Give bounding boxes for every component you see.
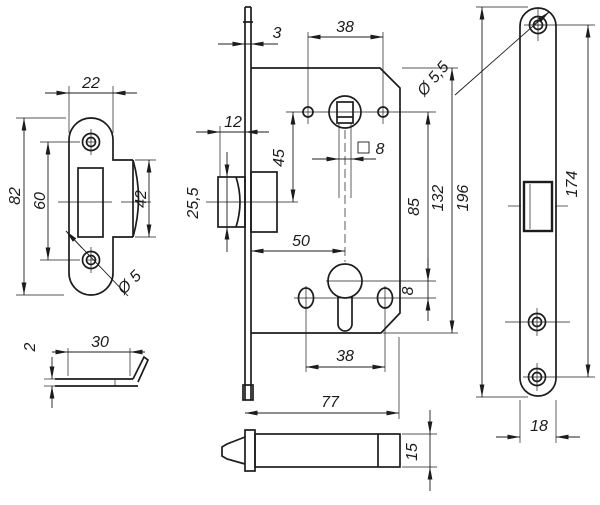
dim-axis-to-latch: 45	[271, 112, 296, 202]
dim-label: 18	[530, 418, 548, 435]
dim-label: 30	[91, 334, 109, 351]
dim-label: 60	[32, 192, 49, 210]
dim-label: Ø 5	[114, 268, 145, 299]
dim-strike-width: 22	[45, 75, 137, 133]
dim-backset: 50	[251, 233, 345, 254]
lock-case-outline	[251, 67, 401, 334]
strike-side-lip	[132, 355, 150, 383]
dim-label: 77	[321, 394, 340, 411]
dim-axis-to-cylinder: 85	[406, 112, 431, 281]
dim-case-height: 132	[383, 67, 458, 334]
dim-strike-height: 82	[7, 117, 66, 296]
dim-faceplate-hole-spacing: 174	[564, 25, 591, 377]
dim-label: 8	[400, 286, 417, 295]
dim-spindle-square: 8	[312, 141, 385, 162]
spindle-follower	[328, 95, 362, 198]
dim-label: 174	[564, 171, 581, 198]
latch-bolt-plan	[217, 171, 278, 233]
strike-screw-bottom	[81, 247, 101, 273]
dim-cylinder-hole-offset: 8	[400, 258, 431, 321]
dim-bolt-height: 15	[402, 410, 437, 491]
dim-label: 3	[273, 25, 282, 42]
view-strike-plate-front: 22 82 60 42 Ø 5	[7, 75, 156, 299]
view-lock-case-front: 3 38 12 45 25,5 50	[185, 6, 458, 491]
dim-strike-lip-length: 30	[52, 334, 145, 376]
dim-label: 2	[22, 342, 39, 352]
dim-strike-thickness: 2	[22, 342, 56, 408]
faceplate-screw-bottom	[523, 363, 595, 391]
dim-top-hole-spacing: 38	[308, 19, 383, 40]
square-symbol	[357, 141, 370, 154]
view-strike-plate-side: 30 2	[22, 334, 150, 408]
dim-faceplate-thickness: 3	[218, 25, 282, 47]
dim-strike-tongue-height: 42	[133, 159, 156, 238]
dim-label: Ø 5,5	[414, 59, 453, 101]
strike-screw-top	[81, 129, 101, 155]
dim-faceplate-length: 196	[455, 6, 528, 398]
dim-case-depth: 77	[245, 337, 400, 419]
dim-label: 85	[406, 198, 423, 216]
dim-latch-height: 25,5	[185, 152, 230, 252]
handle-screw-hole-right	[377, 106, 389, 118]
dim-label: 38	[336, 19, 354, 36]
dim-label: 42	[133, 190, 150, 208]
strike-latch-cutout	[77, 167, 104, 238]
latch-bolt-side-view	[221, 429, 401, 472]
dim-faceplate-width: 18	[496, 400, 580, 443]
dim-label: 15	[404, 443, 421, 461]
euro-cylinder-hole	[327, 263, 363, 332]
cylinder-screw-hole-right	[376, 287, 394, 309]
faceplate-screw-middle	[505, 308, 570, 336]
strike-plate-outline-bottom	[68, 236, 133, 296]
dim-label: 82	[7, 187, 24, 205]
dim-label: 25,5	[185, 187, 202, 219]
faceplate-latch-cutout	[508, 180, 568, 233]
dim-label: 22	[81, 75, 100, 92]
dim-latch-protrusion: 12	[196, 114, 269, 177]
cylinder-screw-hole-left	[297, 287, 315, 309]
view-faceplate-front: 196 174 18 Ø 5,5	[414, 6, 595, 443]
dim-bottom-hole-spacing: 38	[306, 348, 385, 370]
handle-screw-hole-left	[302, 106, 314, 118]
dim-label: 45	[271, 149, 288, 167]
strike-tongue-arc	[132, 159, 140, 238]
dim-label: 12	[224, 114, 242, 131]
dim-strike-screw-spacing: 60	[32, 141, 80, 261]
dim-label: 38	[336, 348, 354, 365]
dim-label: 8	[376, 141, 385, 158]
faceplate-outline	[519, 7, 557, 397]
dim-label: 132	[430, 185, 447, 212]
dim-label: 196	[455, 185, 472, 212]
strike-plate-outline-top	[68, 117, 133, 273]
dim-label: 50	[292, 233, 310, 250]
